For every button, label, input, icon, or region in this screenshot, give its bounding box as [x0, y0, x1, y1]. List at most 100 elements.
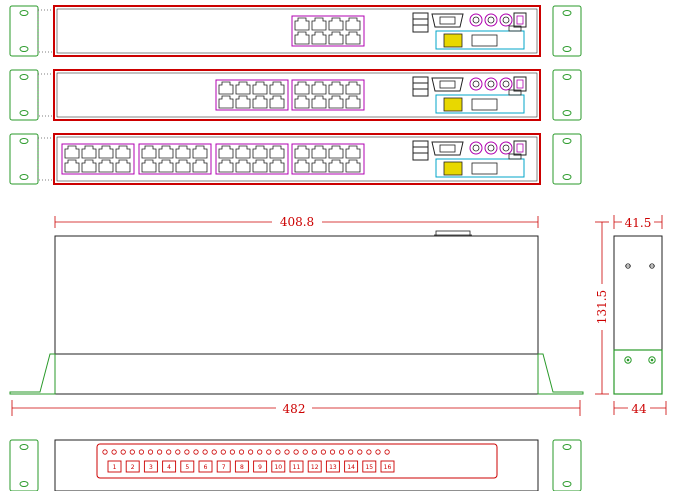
- mounting-ear: [552, 69, 582, 121]
- db9-connector-icon: [431, 77, 464, 92]
- rj45-port: [252, 95, 268, 109]
- rj45-port: [218, 145, 234, 159]
- bnc-connector-icon: [499, 13, 513, 27]
- rear-port-8: 8: [234, 460, 249, 473]
- rj45-port: [98, 145, 114, 159]
- rs232-port-icon: [471, 162, 498, 175]
- rj45-port: [345, 17, 361, 31]
- rj45-port: [328, 31, 344, 45]
- bnc-connector-icon: [484, 77, 498, 91]
- rj45-port: [141, 159, 157, 173]
- end-ear: [613, 349, 663, 395]
- rear-port-7: 7: [216, 460, 231, 473]
- dimension-body-width: 408.8: [54, 213, 539, 230]
- rj45-port: [294, 17, 310, 31]
- rj45-port: [252, 145, 268, 159]
- rear-port-label: 4: [167, 464, 171, 471]
- bnc-connector-icon: [499, 77, 513, 91]
- rj45-port: [115, 145, 131, 159]
- chassis-front: [53, 133, 541, 185]
- rj45-port: [81, 159, 97, 173]
- usb-port-icon: [443, 161, 463, 176]
- rear-port-label: 3: [149, 464, 153, 471]
- end-view: [613, 235, 663, 395]
- mounting-ear: [552, 439, 582, 491]
- vent-icon: [412, 76, 429, 97]
- dim-depth-top-label: 41.5: [625, 216, 652, 230]
- front-views: [9, 5, 582, 185]
- switch-icon: [513, 12, 527, 28]
- switch-icon: [513, 140, 527, 156]
- rj45-port: [141, 145, 157, 159]
- status-led: [357, 449, 363, 455]
- status-led: [366, 449, 372, 455]
- status-led: [220, 449, 226, 455]
- status-led: [257, 449, 263, 455]
- rj45-port: [311, 145, 327, 159]
- rj45-port: [98, 159, 114, 173]
- status-led: [275, 449, 281, 455]
- status-led: [238, 449, 245, 455]
- console-panel: [435, 158, 525, 178]
- screw-center: [650, 358, 654, 362]
- bnc-connector-icon: [469, 141, 483, 155]
- mounting-ear: [552, 133, 582, 185]
- rear-port-6: 6: [198, 460, 213, 473]
- rj45-port: [269, 95, 285, 109]
- status-led: [129, 449, 135, 455]
- rear-port-5: 5: [180, 460, 195, 473]
- status-led: [229, 449, 235, 455]
- bnc-connector-icon: [469, 13, 483, 27]
- status-led: [202, 449, 208, 455]
- mounting-ear: [9, 133, 39, 185]
- dim-height-label: 131.5: [595, 290, 609, 324]
- rear-port-9: 9: [253, 460, 268, 473]
- status-led: [193, 449, 199, 455]
- bnc-connector-icon: [469, 77, 483, 91]
- console-module: [412, 140, 527, 178]
- rear-port-1: 1: [107, 460, 122, 473]
- side-ear-left: [9, 353, 56, 395]
- led-indicator: [508, 89, 522, 96]
- rj45-port: [328, 81, 344, 95]
- dimension-rack-width: 482: [11, 400, 581, 416]
- front-view-32-port: [9, 133, 582, 185]
- rj45-port: [311, 31, 327, 45]
- db9-connector-icon: [431, 13, 464, 28]
- rj45-port: [294, 95, 310, 109]
- status-led: [120, 449, 126, 455]
- rj45-port-group: [138, 143, 212, 175]
- rj45-port: [235, 145, 251, 159]
- rear-port-label: 8: [240, 464, 244, 471]
- status-led: [293, 449, 299, 455]
- rear-port-label: 15: [365, 464, 373, 471]
- bnc-connector-icon: [499, 141, 513, 155]
- rj45-port: [115, 159, 131, 173]
- chassis-side: [54, 235, 539, 395]
- rj45-port-group: [61, 143, 135, 175]
- rj45-port: [294, 145, 310, 159]
- status-led: [102, 449, 108, 455]
- rj45-port: [218, 81, 234, 95]
- rj45-port: [235, 159, 251, 173]
- rj45-port: [294, 31, 310, 45]
- rj45-port: [311, 95, 327, 109]
- rj45-port-group: [215, 143, 289, 175]
- status-led: [320, 449, 326, 455]
- rj45-port: [294, 159, 310, 173]
- rj45-port: [345, 95, 361, 109]
- side-ear-right: [537, 353, 584, 395]
- rj45-port-group: [215, 79, 289, 111]
- db9-connector-icon: [431, 141, 464, 156]
- front-view-16-port: [9, 69, 582, 121]
- rear-port-label: 11: [293, 464, 301, 471]
- console-panel: [435, 30, 525, 50]
- rj45-port: [64, 159, 80, 173]
- rj45-port: [328, 159, 344, 173]
- rj45-port-group: [291, 143, 365, 175]
- status-led: [311, 449, 317, 455]
- rj45-port: [252, 81, 268, 95]
- rear-port-10: 10: [271, 460, 286, 473]
- rj45-port-group: [291, 15, 365, 47]
- rj45-port: [345, 31, 361, 45]
